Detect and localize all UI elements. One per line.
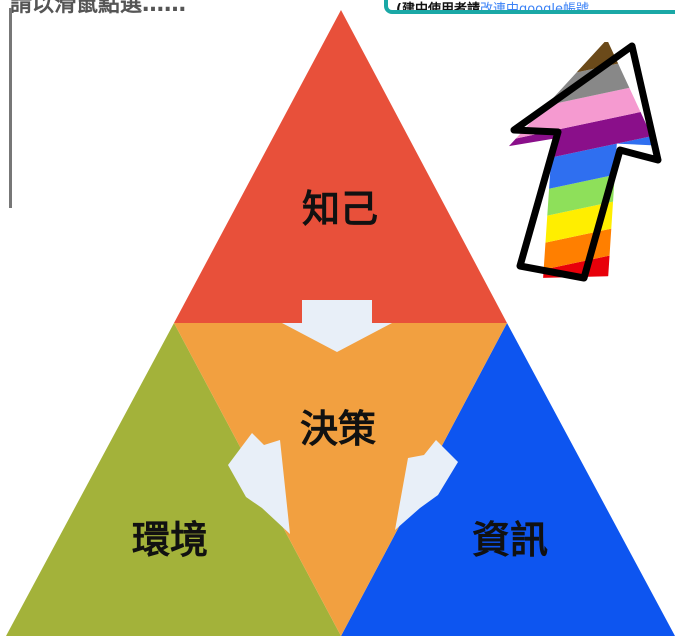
label-know-self: 知己 <box>302 187 378 231</box>
label-decision: 決策 <box>300 407 376 451</box>
instruction-text: 請以滑鼠點選…… <box>10 0 187 17</box>
label-environment: 環境 <box>132 518 208 562</box>
rainbow-arrow-icon <box>508 42 668 287</box>
login-notice: (建中使用者請改連中google帳號 <box>384 0 675 14</box>
notice-prefix: (建中使用者請 <box>396 2 480 14</box>
label-information: 資訊 <box>472 518 548 562</box>
arrow-down-icon <box>282 300 392 352</box>
arrow-lower-right-icon <box>395 440 458 530</box>
triangle-right-information[interactable] <box>341 323 675 636</box>
triangle-top-know-self[interactable] <box>174 10 507 323</box>
triangle-left-environment[interactable] <box>6 323 341 636</box>
triangle-center-decision[interactable] <box>174 323 507 636</box>
google-account-link[interactable]: 改連中google帳號 <box>479 2 589 14</box>
arrow-lower-left-icon <box>228 433 290 534</box>
content-border <box>9 8 12 208</box>
